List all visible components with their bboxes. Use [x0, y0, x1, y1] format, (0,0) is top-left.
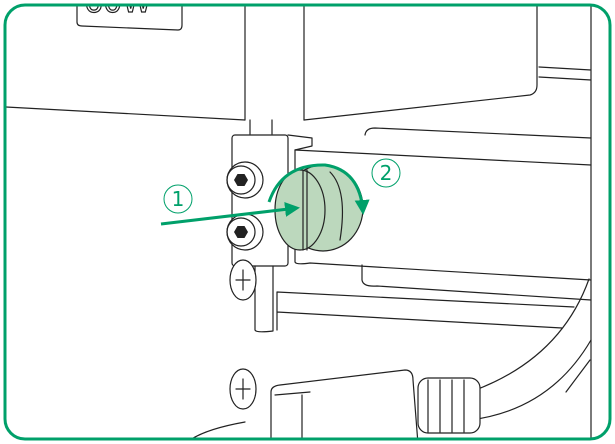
hex-screw	[226, 213, 264, 251]
thumb-knob[interactable]	[274, 164, 364, 252]
card-bar	[276, 127, 592, 331]
phillips-screw	[229, 259, 257, 301]
power-supply-unit: 60W	[5, 0, 538, 135]
phillips-screw	[229, 368, 257, 410]
power-cable	[184, 278, 592, 439]
step-2-badge	[371, 158, 401, 188]
hex-screw	[226, 161, 264, 199]
frame-border	[3, 3, 612, 441]
step-2-rotate-arrow: 2	[267, 158, 401, 215]
label-plate: 60W	[76, 0, 183, 31]
step-1-push-arrow: 1	[160, 184, 300, 226]
svg-text:60W: 60W	[84, 0, 152, 20]
rack-rail	[538, 5, 592, 439]
svg-text:1: 1	[172, 187, 185, 211]
step-1-badge	[163, 184, 193, 214]
cable-strain-relief	[417, 377, 481, 434]
svg-text:2: 2	[380, 161, 393, 185]
cable-plug	[270, 369, 419, 439]
